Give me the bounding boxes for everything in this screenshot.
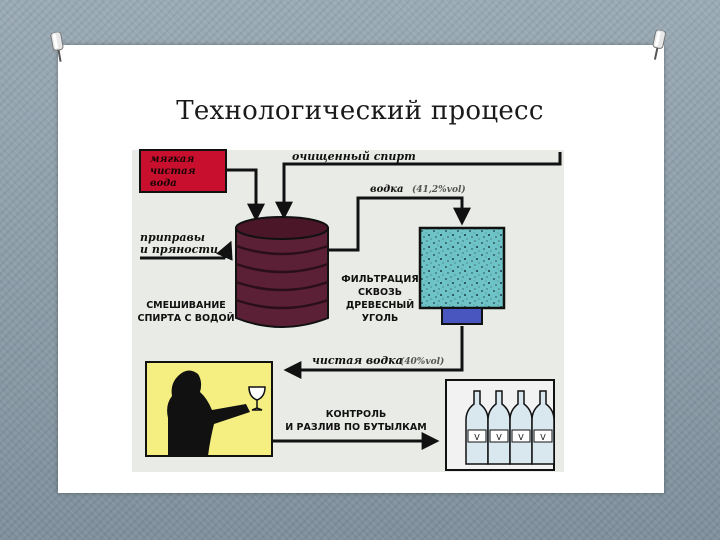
additives-label-line-2: и пряности	[140, 243, 218, 256]
bottle-icon: V	[531, 390, 555, 465]
filtration-label-line-2: СКВОЗЬ	[358, 287, 402, 298]
bottle-label: V	[474, 433, 480, 442]
pushpin-icon	[50, 31, 64, 62]
bottle-label: V	[540, 433, 546, 442]
water-box: мягкая чистая вода	[139, 149, 227, 193]
pushpin-icon	[652, 29, 666, 60]
filtration-label-line-4: УГОЛЬ	[362, 313, 399, 324]
control-label-line-1: КОНТРОЛЬ	[326, 409, 386, 420]
additives-label-line-1: приправы	[140, 231, 205, 244]
filtration-label-line-3: ДРЕВЕСНЫЙ	[346, 299, 414, 311]
mixing-label-line-2: СПИРТА С ВОДОЙ	[137, 312, 234, 324]
pipe-spirit	[275, 152, 562, 220]
tasting-panel	[145, 361, 273, 457]
clean-vodka-label: чистая водка	[312, 354, 403, 367]
water-label-line-3: вода	[150, 178, 177, 189]
water-label-line-2: чистая	[150, 166, 196, 177]
mixing-label-line-1: СМЕШИВАНИЕ	[146, 300, 226, 311]
pipe-clean-vodka	[283, 326, 464, 379]
water-label-line-1: мягкая	[150, 154, 194, 165]
person-silhouette	[167, 370, 250, 456]
pipe-water	[226, 168, 265, 222]
wine-glass-icon	[248, 386, 266, 411]
pipes	[140, 152, 562, 450]
vodka-top-label: водка	[370, 184, 403, 195]
purified-spirit-label: очищенный спирт	[292, 150, 416, 163]
bottles-panel: V V V V	[445, 379, 555, 471]
clean-vodka-percent: (40%vol)	[400, 356, 444, 367]
pipe-vodka-top	[328, 196, 471, 252]
control-label-line-2: И РАЗЛИВ ПО БУТЫЛКАМ	[285, 422, 426, 433]
vodka-top-percent: (41,2%vol)	[412, 184, 466, 195]
mixing-barrel	[235, 216, 329, 328]
charcoal-filter	[418, 226, 506, 325]
bottle-label: V	[518, 433, 524, 442]
filtration-label-line-1: ФИЛЬТРАЦИЯ	[341, 274, 418, 285]
bottle-label: V	[496, 433, 502, 442]
pipe-additives	[140, 240, 233, 261]
page-title: Технологический процесс	[176, 96, 544, 126]
